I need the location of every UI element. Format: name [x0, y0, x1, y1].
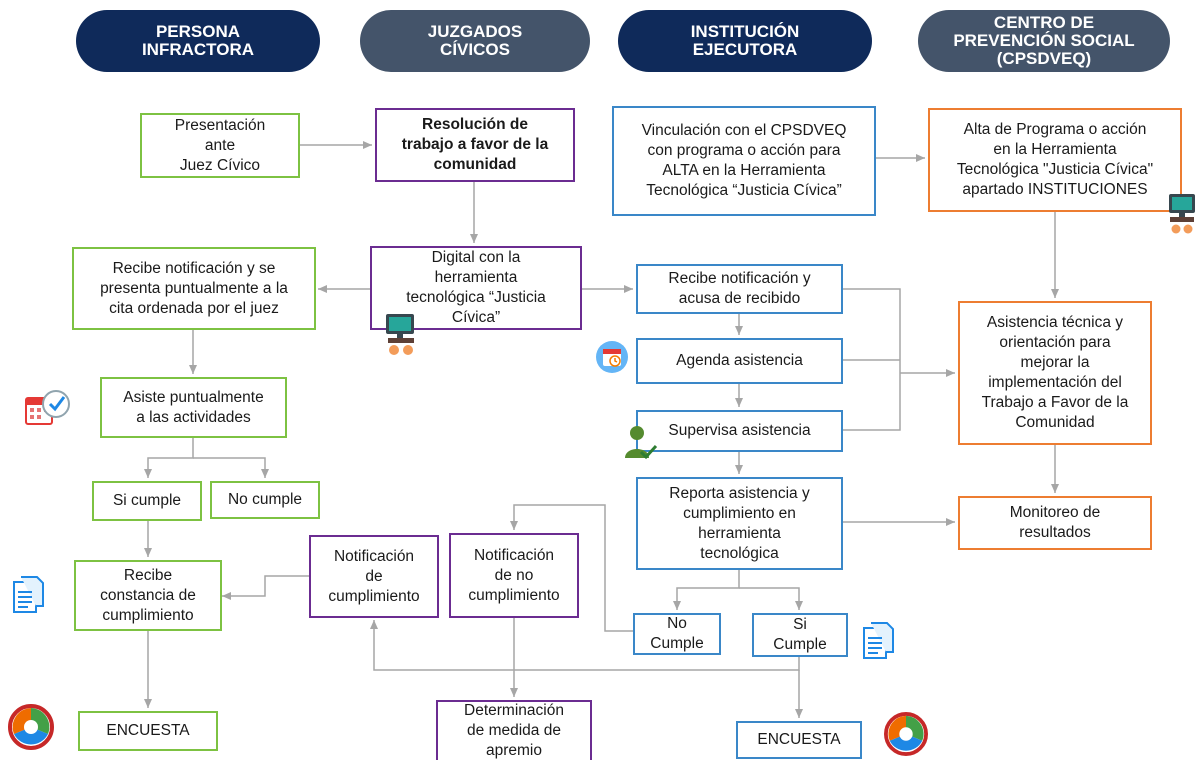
node-encuesta-persona: ENCUESTA — [78, 711, 218, 751]
node-determinacion-medida: Determinación de medida de apremio — [436, 700, 592, 760]
node-asiste-puntualmente: Asiste puntualmente a las actividades — [100, 377, 287, 438]
node-supervisa-asistencia: Supervisa asistencia — [636, 410, 843, 452]
calendar-icon — [596, 341, 628, 373]
node-si-cumple-institucion: Si Cumple — [752, 613, 848, 657]
node-no-cumple-institucion: No Cumple — [633, 613, 721, 655]
node-si-cumple: Si cumple — [92, 481, 202, 521]
computer-user-icon — [386, 314, 414, 355]
node-recibe-constancia: Recibe constancia de cumplimiento — [74, 560, 222, 631]
calendar-clock-icon — [25, 390, 70, 425]
node-notificacion-cumplimiento: Notificación de cumplimiento — [309, 535, 439, 618]
person-check-icon — [625, 426, 658, 460]
node-agenda-asistencia: Agenda asistencia — [636, 338, 843, 384]
node-reporta-asistencia: Reporta asistencia y cumplimiento en her… — [636, 477, 843, 570]
node-vinculacion: Vinculación con el CPSDVEQ con programa … — [612, 106, 876, 216]
node-notificacion-no-cumplimiento: Notificación de no cumplimiento — [449, 533, 579, 618]
node-alta-programa: Alta de Programa o acción en la Herramie… — [928, 108, 1182, 212]
node-monitoreo: Monitoreo de resultados — [958, 496, 1152, 550]
survey-cycle-icon — [884, 712, 928, 756]
survey-cycle-icon — [8, 704, 54, 750]
computer-user-icon — [1169, 194, 1195, 234]
document-icon — [13, 576, 44, 613]
document-icon — [863, 622, 894, 659]
node-resolucion: Resolución de trabajo a favor de la comu… — [375, 108, 575, 182]
node-no-cumple: No cumple — [210, 481, 320, 519]
header-centro-prevencion: CENTRO DE PREVENCIÓN SOCIAL (CPSDVEQ) — [918, 10, 1170, 72]
node-recibe-notificacion: Recibe notificación y se presenta puntua… — [72, 247, 316, 330]
node-presentacion: Presentación ante Juez Cívico — [140, 113, 300, 178]
node-recibe-acusa: Recibe notificación y acusa de recibido — [636, 264, 843, 314]
header-institucion-ejecutora: INSTITUCIÓN EJECUTORA — [618, 10, 872, 72]
node-asistencia-tecnica: Asistencia técnica y orientación para me… — [958, 301, 1152, 445]
header-persona-infractora: PERSONA INFRACTORA — [76, 10, 320, 72]
node-encuesta-institucion: ENCUESTA — [736, 721, 862, 759]
header-juzgados-civicos: JUZGADOS CÍVICOS — [360, 10, 590, 72]
